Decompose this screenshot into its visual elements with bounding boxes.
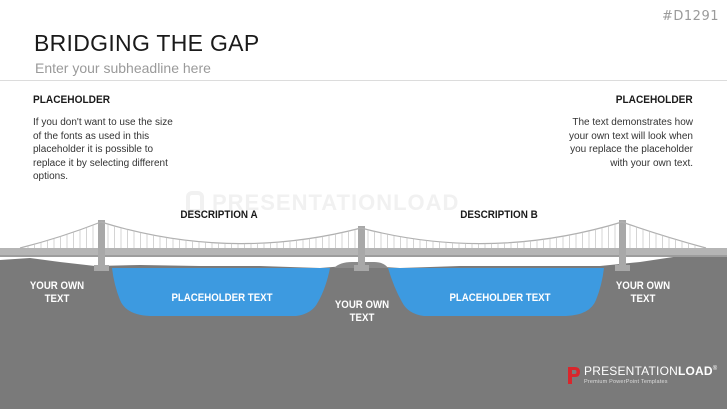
watermark-logo-icon [186,191,204,213]
left-placeholder-body: If you don't want to use the size of the… [33,117,173,182]
tower-right [615,220,630,271]
ground [0,249,727,409]
land-middle-label: YOUR OWN TEXT [334,299,390,324]
right-placeholder-heading: PLACEHOLDER [615,94,693,106]
right-placeholder-body: The text demonstrates how your own text … [569,117,693,169]
water-right-label: PLACEHOLDER TEXT [449,292,551,304]
land-right-label: YOUR OWN TEXT [615,280,671,305]
slide-id: #D1291 [662,9,719,24]
logo-name-bold: LOAD [677,364,713,378]
presentationload-logo-icon [568,367,580,384]
page-title: BRIDGING THE GAP [34,30,260,56]
bridge-hangers [27,224,696,248]
water-left [112,268,330,316]
logo-registered-mark: ® [712,366,718,372]
watermark-text: PRESENTATIONLOAD [212,190,460,215]
presentationload-tagline: Premium PowerPoint Templates [584,379,668,385]
description-b-label: DESCRIPTION B [460,209,538,221]
logo-name-light: PRESENTATION [584,364,678,378]
left-placeholder-heading: PLACEHOLDER [33,94,111,106]
land-left-label: YOUR OWN TEXT [29,280,85,305]
title-divider [0,80,727,81]
water-right [388,268,604,316]
presentationload-logo-text: PRESENTATIONLOAD® [584,364,717,378]
description-a-label: DESCRIPTION A [180,209,258,221]
water-left-label: PLACEHOLDER TEXT [171,292,273,304]
page-subtitle: Enter your subheadline here [35,60,211,76]
tower-left [94,220,109,271]
tower-middle [354,226,369,271]
